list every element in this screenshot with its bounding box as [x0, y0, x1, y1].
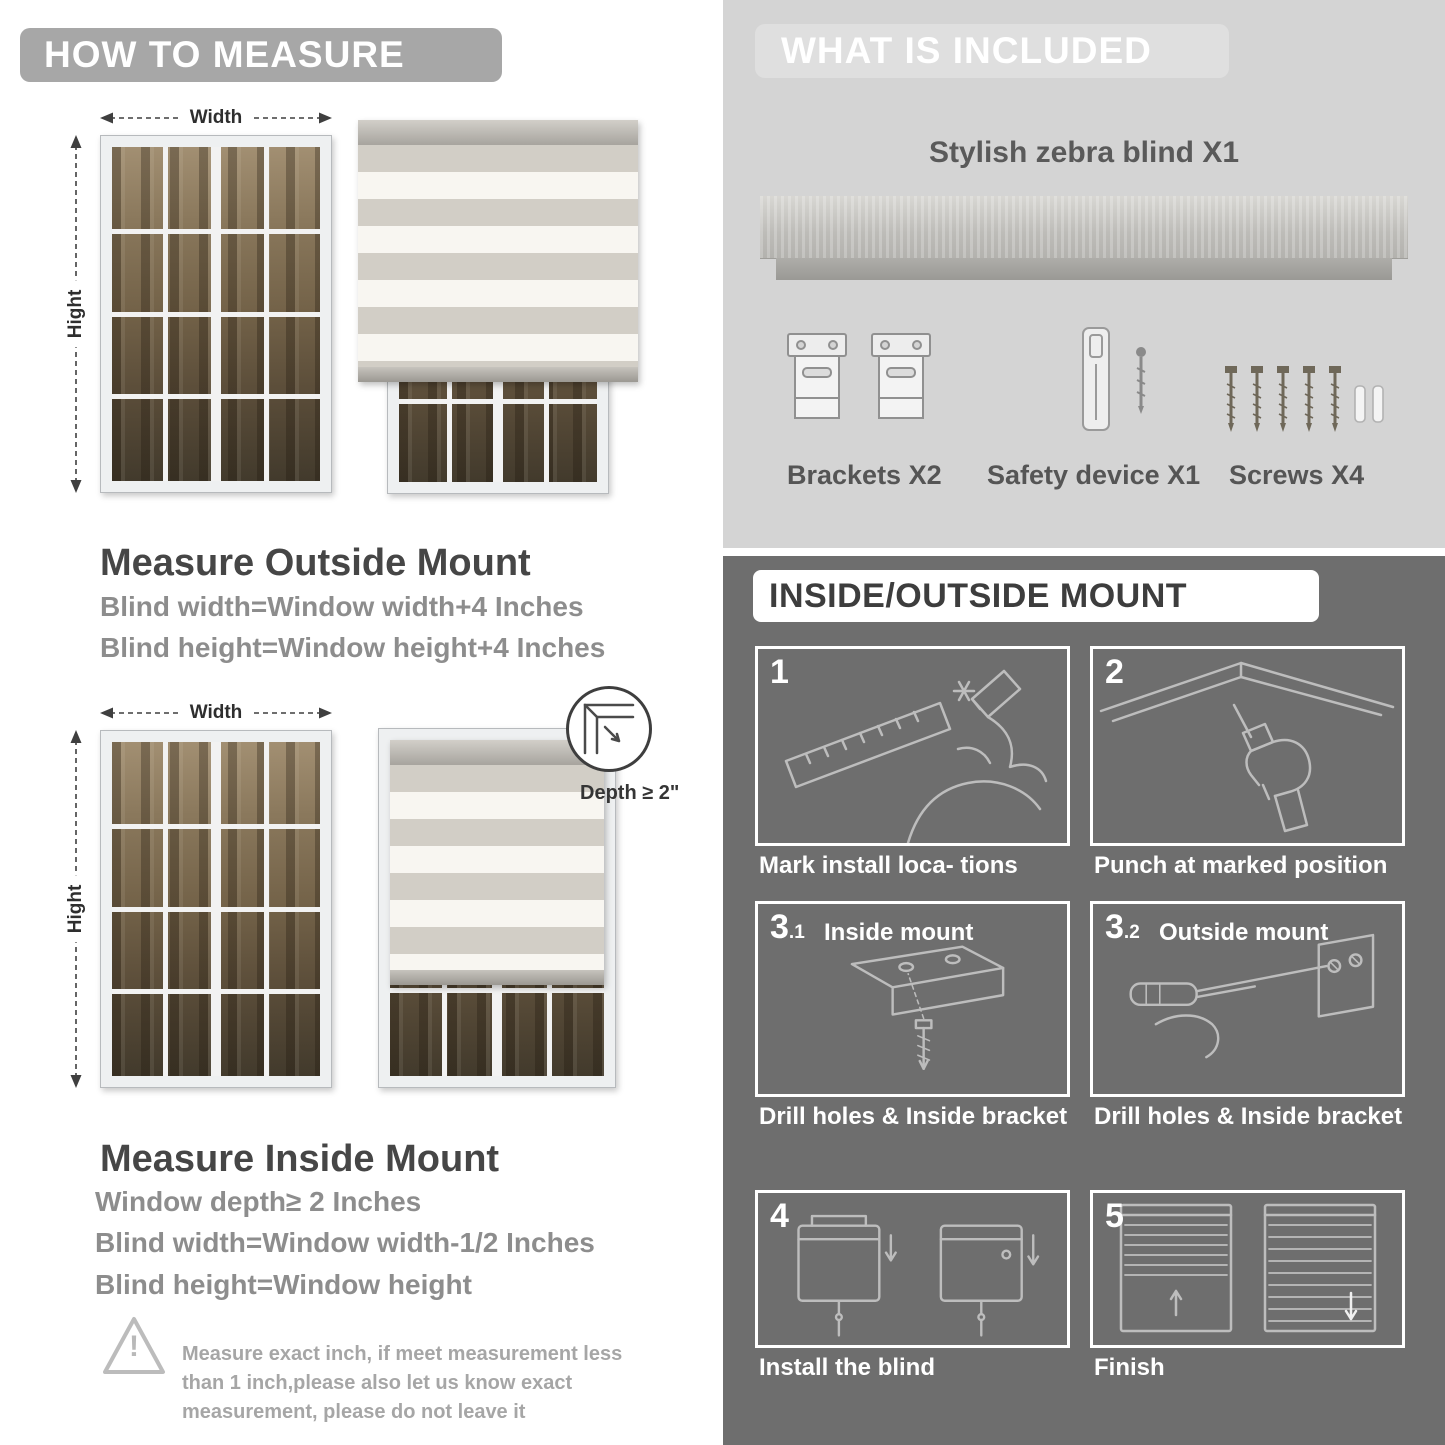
step-label: Inside mount [824, 919, 974, 946]
what-is-included-banner: WHAT IS INCLUDED [755, 24, 1229, 78]
outside-height-label: Hight [65, 280, 87, 348]
step-label: Outside mount [1159, 919, 1329, 946]
inside-window-illustration [100, 730, 332, 1088]
outside-mount-rule-height: Blind height=Window height+4 Inches [100, 632, 606, 663]
step-number: 4 [770, 1197, 789, 1235]
how-to-measure-banner: HOW TO MEASURE [20, 28, 502, 82]
width-arrow-icon [100, 707, 332, 719]
step-panel-5: 5 [1090, 1190, 1405, 1348]
blind-stripes [358, 145, 638, 367]
depth-callout-circle [566, 686, 652, 772]
inside-width-label: Width [180, 702, 252, 724]
inside-mount-rule-depth: Window depth≥ 2 Inches [95, 1186, 422, 1217]
step-panel-4: 4 [755, 1190, 1070, 1348]
warning-exclamation-mark: ! [129, 1330, 139, 1363]
outside-height-arrow: Hight [64, 135, 88, 493]
outside-width-arrow: Width [100, 106, 332, 130]
blind-bottom-rail [358, 367, 638, 382]
install-blind-illustration [797, 1214, 1040, 1337]
blind-cassette-rail [776, 258, 1392, 280]
outside-mount-title: Measure Outside Mount [100, 541, 531, 584]
window-glass [112, 742, 320, 1076]
measurement-warning-text: Measure exact inch, if meet measurement … [182, 1343, 623, 1423]
outside-bracket-illustration [1129, 933, 1375, 1059]
depth-requirement-label: Depth ≥ 2" [580, 782, 680, 804]
included-blind-label: Stylish zebra blind X1 [928, 136, 1240, 169]
inside-mount-title: Measure Inside Mount [100, 1137, 500, 1180]
inside-mount-rule-height: Blind height=Window height [95, 1269, 472, 1300]
step-number: 3.1 [770, 908, 805, 946]
blind-bottom-rail [390, 970, 604, 985]
step-panel-3-2: 3.2 Outside mount [1090, 901, 1405, 1097]
width-arrow-icon [100, 112, 332, 124]
window-glass [112, 147, 320, 481]
safety-device-label: Safety device X1 [987, 460, 1201, 490]
screws-icon [1221, 362, 1389, 450]
step-panel-2: 2 [1090, 646, 1405, 846]
safety-device-icon [1053, 322, 1175, 446]
height-arrow-icon [70, 135, 82, 493]
height-arrow-icon [70, 730, 82, 1088]
step-caption: Punch at marked position [1094, 852, 1388, 879]
step-number: 3.2 [1105, 908, 1140, 946]
outside-window-illustration [100, 135, 332, 493]
drill-illustration [1099, 661, 1395, 833]
brackets-label: Brackets X2 [787, 460, 942, 490]
step-caption: Drill holes & Inside bracket [759, 1103, 1068, 1130]
outside-mount-rule-width: Blind width=Window width+4 Inches [100, 591, 584, 622]
inside-outside-mount-banner: INSIDE/OUTSIDE MOUNT [753, 570, 1319, 622]
inside-width-arrow: Width [100, 701, 332, 725]
zebra-blind [358, 120, 638, 382]
step-number: 2 [1105, 653, 1124, 691]
what-is-included-section: WHAT IS INCLUDED Stylish zebra blind X1 [723, 0, 1445, 548]
outside-width-label: Width [180, 107, 252, 129]
inside-blind-illustration [378, 728, 616, 1088]
outside-blind-illustration [358, 120, 638, 494]
brackets-icon [783, 326, 941, 440]
finish-illustration [1119, 1203, 1377, 1333]
step-caption: Mark install loca- tions [759, 852, 1018, 879]
blind-cassette-illustration [760, 196, 1408, 258]
blind-stripes [390, 765, 604, 970]
inside-height-arrow: Hight [64, 730, 88, 1088]
step-panel-1: 1 [755, 646, 1070, 846]
step-number: 5 [1105, 1197, 1124, 1235]
warning-triangle-icon: ! [100, 1314, 168, 1378]
step-caption: Drill holes & Inside bracket [1094, 1103, 1403, 1130]
step-caption: Install the blind [759, 1354, 936, 1381]
step-panel-3-1: 3.1 Inside mount [755, 901, 1070, 1097]
inside-outside-mount-section: INSIDE/OUTSIDE MOUNT 1 Mark install lo [723, 556, 1445, 1445]
step-number: 1 [770, 653, 789, 691]
zebra-blind [390, 740, 604, 985]
inside-bracket-illustration [850, 945, 1005, 1071]
inside-height-label: Hight [65, 875, 87, 943]
mark-location-illustration [784, 669, 1048, 843]
blind-cassette [358, 120, 638, 145]
screws-label: Screws X4 [1229, 460, 1365, 490]
step-caption: Finish [1094, 1354, 1165, 1381]
frame-corner-depth-icon [583, 703, 635, 755]
inside-mount-rule-width: Blind width=Window width-1/2 Inches [95, 1227, 595, 1258]
